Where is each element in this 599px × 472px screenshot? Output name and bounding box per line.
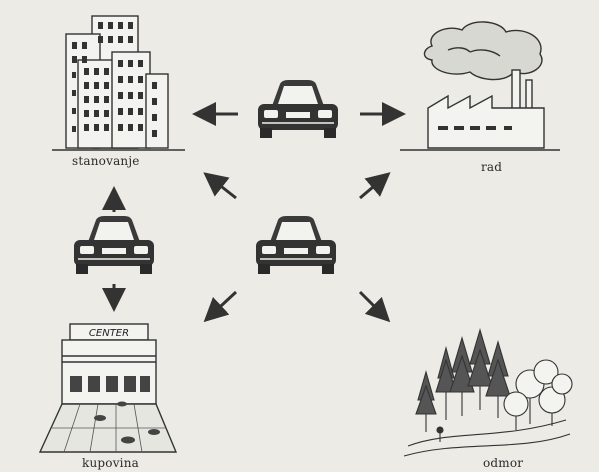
center-sign: CENTER [89,328,129,339]
leisure-illustration [404,330,572,456]
arrow-center-to-leisure [360,292,386,318]
label-housing: stanovanje [72,154,140,168]
label-leisure: odmor [483,456,523,470]
car-top-center [258,80,338,138]
arrow-center-to-housing [208,176,236,198]
arrow-center-to-work [360,176,386,198]
label-work: rad [481,160,502,174]
car-left [74,216,154,274]
arrow-center-to-shopping [208,292,236,318]
car-center [256,216,336,274]
factory-illustration [400,22,560,150]
shopping-illustration [40,324,176,452]
label-shopping: kupovina [82,456,139,470]
housing-illustration [52,16,185,150]
